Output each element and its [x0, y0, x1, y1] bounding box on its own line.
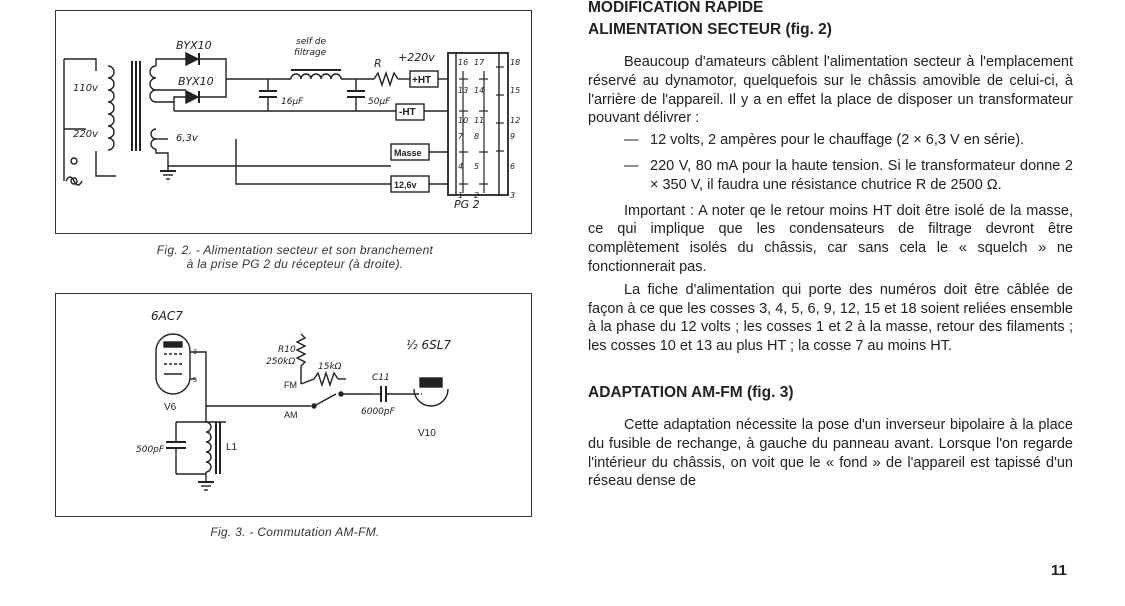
pin-2: 2 [474, 191, 479, 200]
pin-15: 15 [510, 86, 520, 95]
pin-4: 4 [458, 162, 463, 171]
label-self-line1: self de [296, 37, 326, 47]
am-fm-switch-schematic [155, 333, 449, 491]
label-v10: V10 [418, 428, 436, 439]
pin-8: 8 [474, 132, 479, 141]
label-r10-value: 250kΩ [266, 357, 295, 367]
figure-2-caption-line2: à la prise PG 2 du récepteur (à droite). [186, 257, 404, 271]
pin-9: 9 [510, 132, 515, 141]
bullet-220v: — 220 V, 80 mA pour la haute tension. Si… [624, 157, 1073, 193]
pin-12: 12 [510, 116, 520, 125]
label-byx10-mid: BYX10 [178, 75, 214, 88]
label-fm: FM [284, 380, 297, 390]
pin-5: 5 [474, 162, 479, 171]
label-6-3v: 6,3v [176, 133, 199, 144]
label-masse: Masse [394, 148, 422, 158]
paragraph-important: Important : A noter qe le retour moins H… [588, 202, 1073, 275]
label-pin3: 3 [193, 349, 197, 356]
label-v6: V6 [164, 402, 177, 413]
power-supply-schematic [63, 51, 509, 196]
label-6ac7: 6AC7 [151, 309, 183, 323]
figure-2-caption: Fig. 2. - Alimentation secteur et son br… [100, 243, 490, 271]
label-500pf: 500pF [136, 445, 165, 455]
label-byx10-top: BYX10 [176, 39, 212, 52]
figure-2-schematic: BYX10 BYX10 self de filtrage R +220v 110… [55, 10, 532, 234]
figure-3-schematic: 6AC7 ½ 6SL7 R10 250kΩ 15kΩ C11 6000pF FM… [55, 293, 532, 517]
article-column: MODIFICATION RAPIDE ALIMENTATION SECTEUR… [588, 0, 1073, 491]
figure-3-caption: Fig. 3. - Commutation AM-FM. [210, 525, 380, 539]
label-220v-primary: 220v [73, 129, 99, 140]
pin-18: 18 [510, 58, 520, 67]
label-c11: C11 [372, 373, 390, 383]
label-l1: L1 [226, 442, 238, 453]
label-half-6sl7: ½ 6SL7 [406, 338, 451, 352]
pin-3: 3 [510, 191, 515, 200]
label-plus-ht: +HT [412, 75, 431, 86]
heading-alimentation: ALIMENTATION SECTEUR (fig. 2) [588, 21, 832, 38]
fig2-labels: BYX10 BYX10 self de filtrage R +220v 110… [73, 37, 520, 211]
label-am: AM [284, 410, 298, 420]
paragraph-fiche: La fiche d'alimentation qui porte des nu… [588, 281, 1073, 355]
pin-1: 1 [458, 191, 463, 200]
pin-6: 6 [510, 162, 515, 171]
heading-modification: MODIFICATION RAPIDE [588, 0, 764, 16]
heading-am-fm: ADAPTATION AM-FM (fig. 3) [588, 383, 794, 401]
label-minus-ht: -HT [399, 107, 416, 118]
pin-13: 13 [458, 86, 468, 95]
bullet-12v-text: 12 volts, 2 ampères pour le chauffage (2… [650, 132, 1025, 149]
pin-10: 10 [458, 116, 468, 125]
label-16uf: 16µF [281, 97, 304, 107]
fig3-labels: 6AC7 ½ 6SL7 R10 250kΩ 15kΩ C11 6000pF FM… [136, 309, 451, 455]
bullet-12v: — 12 volts, 2 ampères pour le chauffage … [624, 132, 1025, 149]
pin-14: 14 [474, 86, 484, 95]
bullet-220v-text: 220 V, 80 mA pour la haute tension. Si l… [650, 157, 1073, 193]
label-15k: 15kΩ [318, 362, 342, 372]
label-pg2: PG 2 [454, 198, 480, 211]
pin-7: 7 [458, 132, 464, 141]
paragraph-intro: Beaucoup d'amateurs câblent l'alimentati… [588, 54, 1073, 127]
label-pin5: 5 [193, 377, 197, 384]
pin-16: 16 [458, 58, 468, 67]
label-self-line2: filtrage [294, 48, 327, 58]
pin-17: 17 [474, 58, 485, 67]
label-r10: R10 [278, 345, 296, 355]
label-50uf: 50µF [368, 97, 391, 107]
pin-11: 11 [474, 116, 484, 125]
page-number: 11 [1051, 562, 1067, 579]
label-110v: 110v [73, 83, 99, 94]
label-12-6v: 12,6v [394, 180, 417, 190]
figure-2-caption-line1: Fig. 2. - Alimentation secteur et son br… [156, 243, 434, 257]
label-220v: +220v [398, 51, 435, 64]
label-r: R [374, 57, 382, 70]
paragraph-am-fm: Cette adaptation nécessite la pose d'un … [588, 416, 1073, 490]
label-6000pf: 6000pF [361, 407, 396, 417]
